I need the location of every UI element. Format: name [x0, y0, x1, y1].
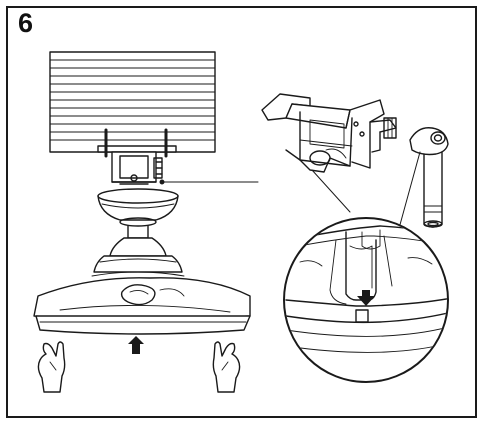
- push-down-arrow-icon: [357, 290, 375, 306]
- downrod-detail: [409, 127, 449, 228]
- magnifier-lines: [311, 151, 421, 233]
- step-number: 6: [18, 8, 34, 38]
- ceiling-slats: [49, 51, 216, 153]
- mounting-bracket: [97, 128, 177, 185]
- motor-housing: [91, 225, 185, 277]
- bracket-detail: [261, 93, 397, 173]
- left-hand-icon: [37, 341, 66, 393]
- magnified-detail: [283, 217, 449, 383]
- right-hand-icon: [212, 341, 241, 393]
- fan-body: [33, 277, 251, 335]
- push-up-arrow-icon: [128, 336, 144, 354]
- fan-canopy: [97, 188, 179, 227]
